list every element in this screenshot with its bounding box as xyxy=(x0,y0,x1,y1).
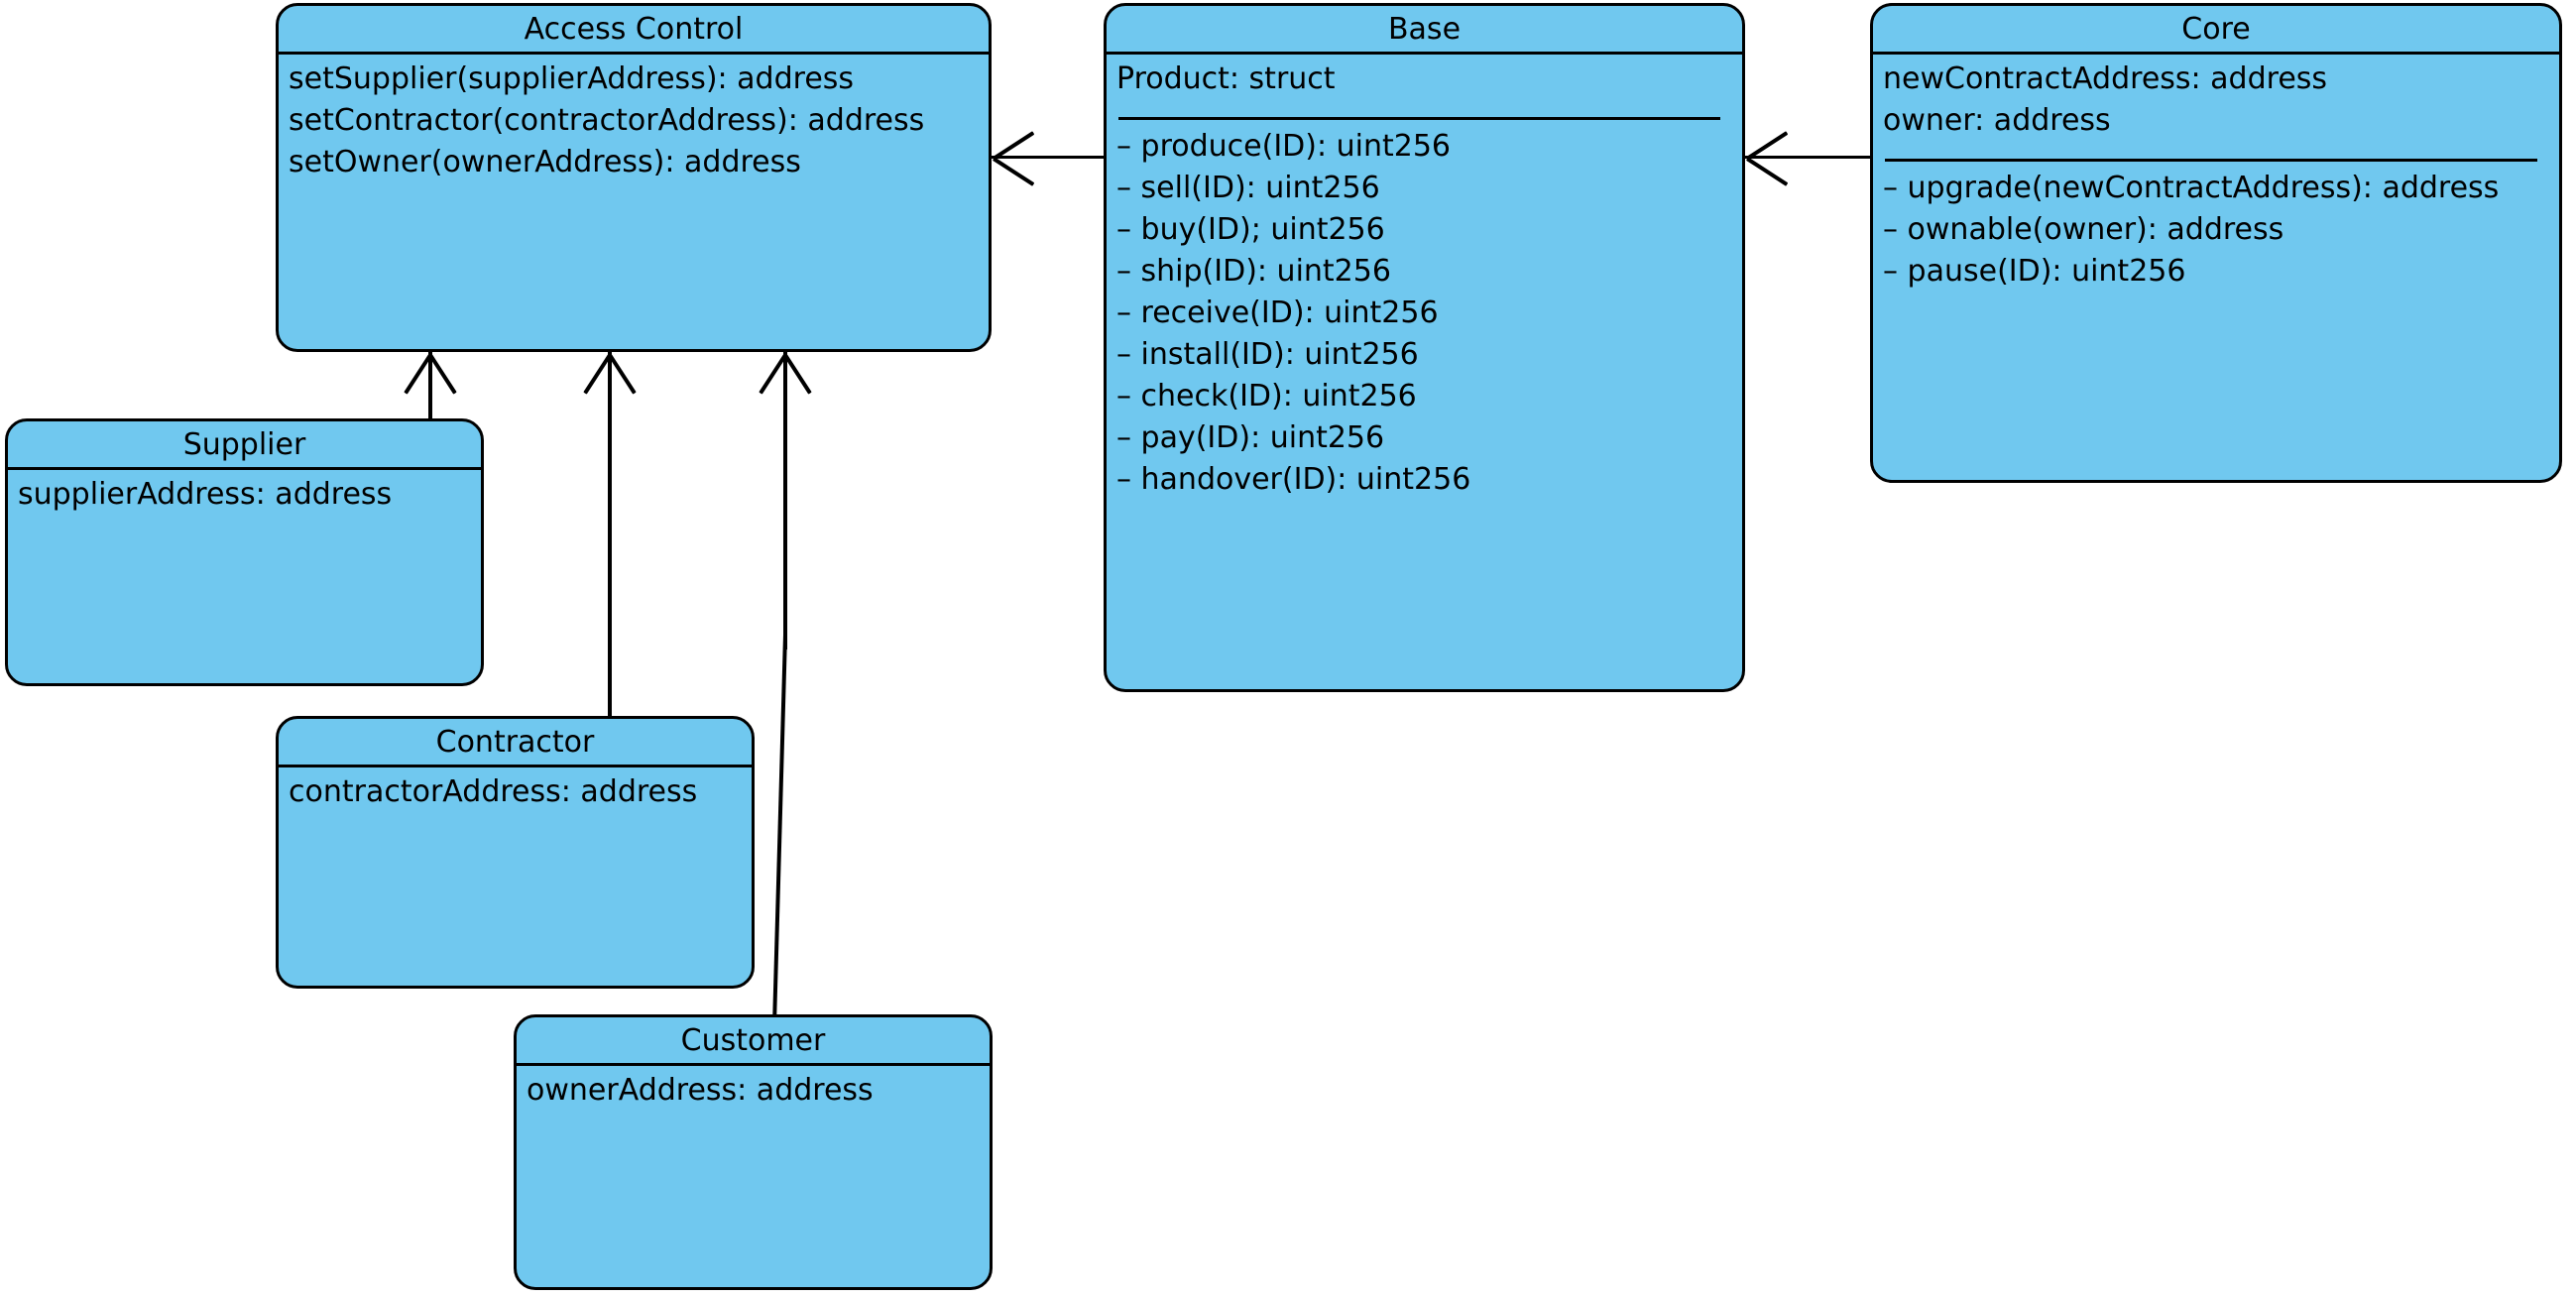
class-title-contractor: Contractor xyxy=(279,719,752,767)
class-member: ownerAddress: address xyxy=(527,1073,874,1108)
connector-customer-to-access-control-line xyxy=(783,352,787,649)
class-body-base: Product: struct – produce(ID): uint256 –… xyxy=(1107,55,1742,501)
class-attribute: newContractAddress: address xyxy=(1883,61,2328,96)
class-title-supplier: Supplier xyxy=(8,421,481,470)
class-body-customer: ownerAddress: address xyxy=(517,1066,990,1112)
class-method: – produce(ID): uint256 xyxy=(1116,129,1452,164)
connector-contractor-to-access-control-line xyxy=(608,352,612,717)
class-box-contractor[interactable]: Contractor contractorAddress: address xyxy=(276,716,755,989)
class-method: – receive(ID): uint256 xyxy=(1116,295,1439,330)
class-attribute: owner: address xyxy=(1883,103,2111,138)
class-body-contractor: contractorAddress: address xyxy=(279,767,752,813)
class-method: – ownable(owner): address xyxy=(1883,212,2284,247)
class-title-base: Base xyxy=(1107,6,1742,55)
connector-supplier-to-access-control-line xyxy=(428,352,432,421)
class-method: – ship(ID): uint256 xyxy=(1116,254,1391,289)
class-body-supplier: supplierAddress: address xyxy=(8,470,481,516)
class-title-access-control: Access Control xyxy=(279,6,989,55)
class-section-separator xyxy=(1883,142,2559,168)
class-body-access-control: setSupplier(supplierAddress): address se… xyxy=(279,55,989,183)
class-method: – upgrade(newContractAddress): address xyxy=(1883,171,2500,205)
class-attribute: Product: struct xyxy=(1116,61,1336,96)
class-box-access-control[interactable]: Access Control setSupplier(supplierAddre… xyxy=(276,3,992,352)
class-member: contractorAddress: address xyxy=(289,774,698,809)
class-method: – sell(ID): uint256 xyxy=(1116,171,1380,205)
class-body-core: newContractAddress: address owner: addre… xyxy=(1873,55,2559,293)
class-box-core[interactable]: Core newContractAddress: address owner: … xyxy=(1870,3,2562,483)
class-method: – handover(ID): uint256 xyxy=(1116,462,1471,497)
class-box-base[interactable]: Base Product: struct – produce(ID): uint… xyxy=(1104,3,1745,692)
class-member: setContractor(contractorAddress): addres… xyxy=(289,103,925,138)
class-title-customer: Customer xyxy=(517,1017,990,1066)
class-box-supplier[interactable]: Supplier supplierAddress: address xyxy=(5,418,484,686)
class-method: – check(ID): uint256 xyxy=(1116,379,1417,413)
class-box-customer[interactable]: Customer ownerAddress: address xyxy=(514,1014,993,1290)
connector-core-to-base-line xyxy=(1745,156,1870,159)
class-section-separator xyxy=(1116,100,1742,126)
class-member: supplierAddress: address xyxy=(18,477,393,512)
connector-customer-riser xyxy=(772,634,787,1021)
class-title-core: Core xyxy=(1873,6,2559,55)
connector-base-to-access-control-line xyxy=(992,156,1105,159)
class-method: – install(ID): uint256 xyxy=(1116,337,1419,372)
class-method: – pause(ID): uint256 xyxy=(1883,254,2186,289)
class-method: – buy(ID); uint256 xyxy=(1116,212,1385,247)
class-member: setSupplier(supplierAddress): address xyxy=(289,61,855,96)
class-member: setOwner(ownerAddress): address xyxy=(289,145,801,179)
class-method: – pay(ID): uint256 xyxy=(1116,420,1385,455)
